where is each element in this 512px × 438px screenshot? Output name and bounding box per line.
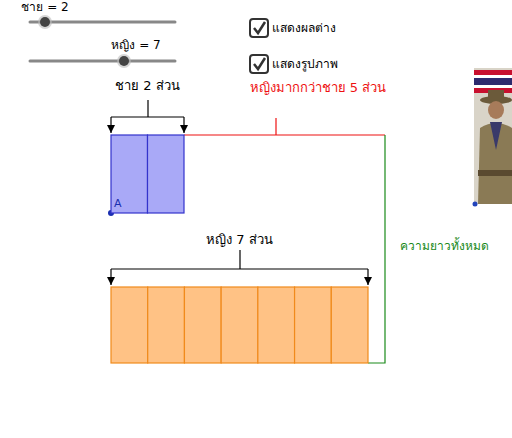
difference-connector [184,135,385,363]
bracket [111,100,184,133]
bar-cells [111,287,368,363]
bracket [111,250,368,285]
bar-heading: หญิง 7 ส่วน [51,232,428,248]
slider [30,15,175,29]
label-text: แสดงรูปภาพ [272,57,338,72]
bar-heading: ชาย 2 ส่วน [51,78,244,94]
bar-cells [111,135,184,213]
label-text: หญิง = 7 [111,38,160,53]
leader-tick [275,118,276,135]
ratio-bar: หญิง 7 ส่วน [111,287,368,363]
slider [30,54,175,68]
label-text: A [114,196,122,211]
label-text: แสดงผลต่าง [272,21,336,36]
connector-segment [368,135,385,363]
connector-segment [184,134,385,135]
ratio-bar: ชาย 2 ส่วน [111,135,184,213]
label-text: ความยาวทั้งหมด [400,239,489,254]
checkbox [250,19,268,37]
edge-label: หญิงมากกว่าชาย 5 ส่วน [250,80,387,95]
checkbox [250,55,268,73]
label-text: ชาย = 2 [21,0,68,15]
scout-photo [473,68,512,207]
